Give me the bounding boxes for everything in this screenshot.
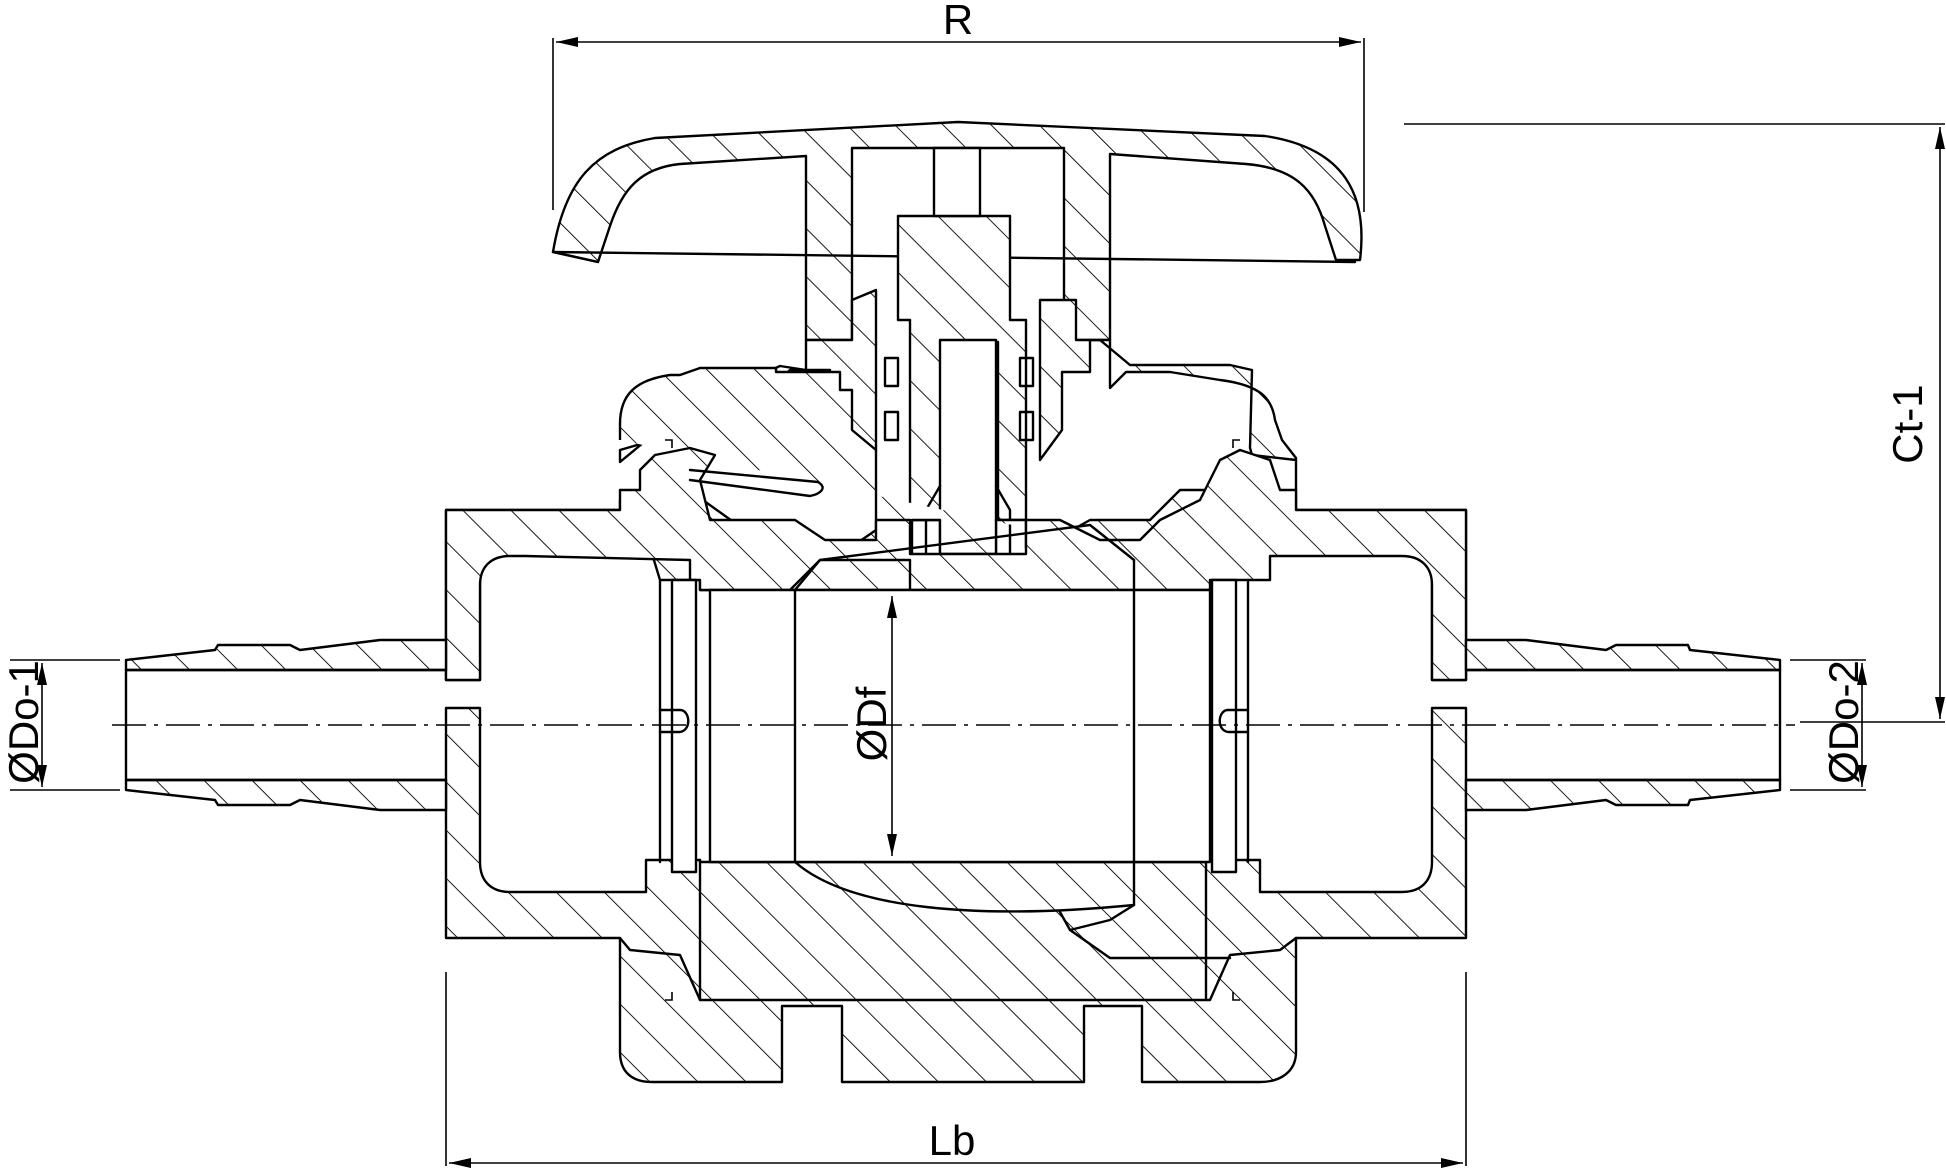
stem — [883, 146, 1035, 556]
hose-tail-right — [1464, 638, 1782, 812]
ball — [708, 523, 1212, 932]
label-ct: Ct-1 — [1884, 384, 1931, 463]
lower-body — [444, 706, 1468, 1084]
seat-right — [1210, 578, 1238, 874]
dimension-do1: ØDo-1 — [0, 659, 120, 791]
dimension-r: R — [552, 0, 1365, 212]
dimension-df: ØDf — [848, 596, 897, 856]
dimension-do2: ØDo-2 — [1790, 659, 1867, 791]
body-upper — [444, 446, 1468, 682]
handle-lever — [551, 120, 1363, 342]
label-lb: Lb — [929, 1117, 976, 1164]
stem-body — [896, 214, 1028, 522]
label-do1: ØDo-1 — [0, 660, 47, 784]
label-r: R — [943, 0, 973, 43]
dimension-ct: Ct-1 — [1404, 123, 1945, 723]
hose-tail-left — [124, 638, 448, 812]
upper-body — [444, 288, 1468, 682]
label-df: ØDf — [848, 686, 895, 761]
flow-bore — [708, 588, 1212, 864]
seat-left — [670, 578, 698, 874]
seats — [658, 439, 1250, 1001]
label-do2: ØDo-2 — [1820, 660, 1867, 784]
dimension-lb: Lb — [445, 972, 1467, 1168]
handle-left-tip — [551, 250, 600, 264]
